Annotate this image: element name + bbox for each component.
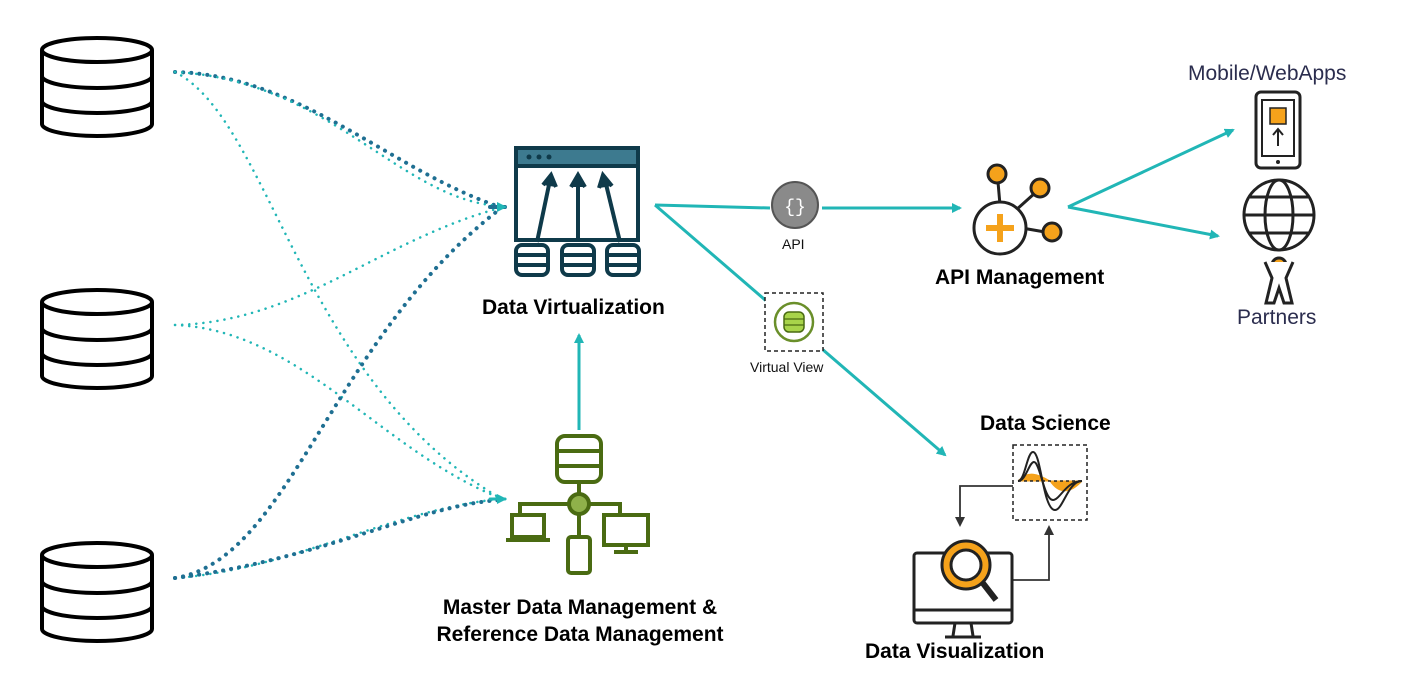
database-icon: [40, 288, 154, 390]
wave-chart-icon: [1012, 444, 1088, 521]
svg-text:{}: {}: [784, 198, 806, 218]
monitor-magnifier-icon: [912, 539, 1014, 639]
mobile-webapps-label: Mobile/WebApps: [1188, 62, 1347, 85]
database-icon: [40, 541, 154, 643]
dv-to-apim-arrow: [654, 205, 960, 208]
database-icon: [40, 36, 154, 138]
apim-to-partners-arrow: [1067, 205, 1220, 240]
api-hub-icon: [972, 163, 1063, 256]
globe-person-icon: [1242, 178, 1316, 305]
network-database-icon: [506, 434, 650, 575]
virtual-view-label: Virtual View: [750, 359, 824, 375]
data-science-label: Data Science: [980, 412, 1111, 435]
data-virtualization-label: Data Virtualization: [482, 296, 665, 319]
api-label: API: [782, 236, 805, 252]
mobile-phone-icon: [1254, 90, 1302, 170]
api-management-label: API Management: [935, 266, 1105, 289]
source-flows: [173, 70, 507, 580]
virtualization-window-icon: [514, 146, 641, 277]
data-visualization-label: Data Visualization: [865, 640, 1045, 663]
partners-label: Partners: [1237, 306, 1317, 329]
mdm-label-line1: Master Data Management &: [442, 596, 718, 619]
ds-to-viz-arrow: [955, 485, 1013, 527]
mdm-label: Master Data Management & Reference Data …: [420, 594, 740, 648]
mdm-label-line2: Reference Data Management: [436, 623, 724, 646]
virtual-view-icon: [764, 292, 824, 352]
api-braces-icon: {}: [771, 181, 819, 229]
apim-to-mobile-arrow: [1067, 128, 1235, 209]
viz-to-ds-arrow: [1012, 525, 1054, 581]
